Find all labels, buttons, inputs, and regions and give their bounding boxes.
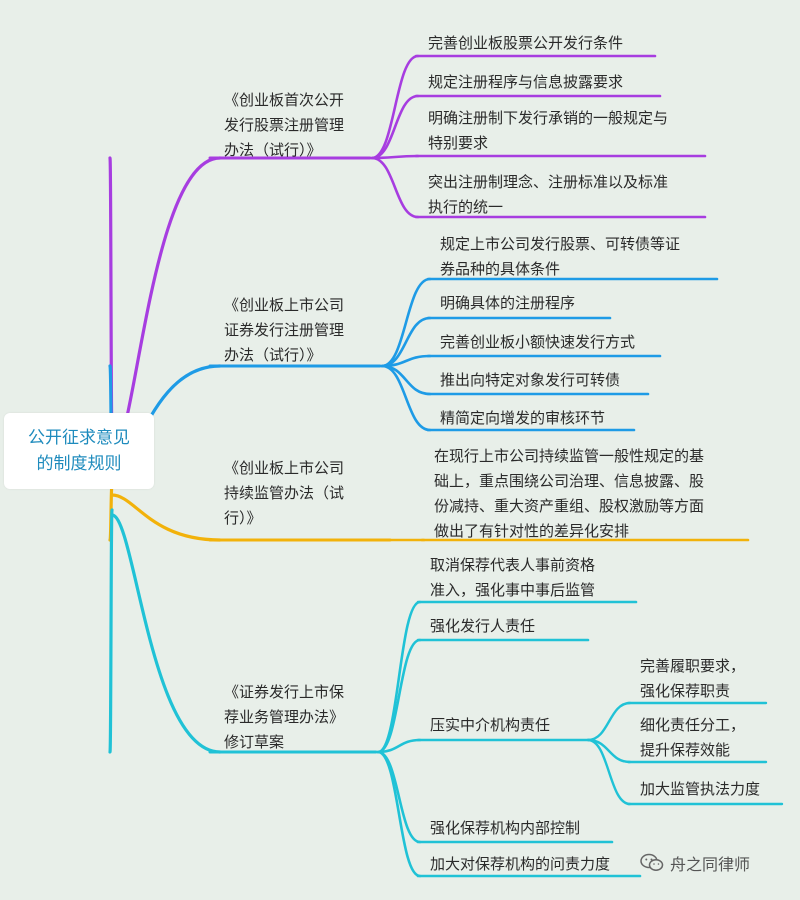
branch-label-line: 办法（试行）》	[224, 346, 322, 364]
leaf-label: 完善创业板股票公开发行条件	[428, 31, 623, 56]
leaf-label-line: 推出向特定对象发行可转债	[440, 371, 621, 389]
leaf-label: 突出注册制理念、注册标准以及标准执行的统一	[428, 170, 668, 220]
leaf-connector	[376, 750, 422, 878]
branch-label-line: 修订草案	[224, 733, 285, 751]
leaf-connector	[376, 738, 422, 754]
leaf-label: 在现行上市公司持续监管一般性规定的基础上，重点围绕公司治理、信息披露、股份减持、…	[434, 444, 704, 544]
leaf-label-line: 压实中介机构责任	[430, 716, 551, 734]
branch-label: 《证券发行上市保荐业务管理办法》修订草案	[224, 680, 344, 755]
leaf-label-line: 准入，强化事中事后监管	[430, 581, 596, 599]
leaf-connector	[370, 156, 420, 219]
leaf-label: 加大对保荐机构的问责力度	[430, 852, 610, 877]
leaf-label: 取消保荐代表人事前资格准入，强化事中事后监管	[430, 553, 595, 603]
leaf-label: 强化保荐机构内部控制	[430, 816, 580, 841]
branch-label-line: 发行股票注册管理	[224, 116, 345, 134]
leaf-label-line: 加大对保荐机构的问责力度	[430, 855, 611, 873]
leaf-connector	[376, 600, 422, 754]
leaf-connector	[376, 638, 422, 754]
leaf-label-line: 取消保荐代表人事前资格	[430, 556, 596, 574]
branch-label: 《创业板首次公开发行股票注册管理办法（试行）》	[224, 88, 344, 163]
leaf-connector	[380, 364, 432, 432]
leaf-connector	[380, 354, 432, 368]
leaf-connector	[376, 750, 422, 844]
leaf-label: 强化发行人责任	[430, 614, 535, 639]
leaf-connector	[370, 54, 420, 160]
branch-label-line: 行）》	[224, 509, 262, 527]
leaf-label: 完善创业板小额快速发行方式	[440, 330, 635, 355]
leaf-label-line: 在现行上市公司持续监管一般性规定的基	[434, 447, 705, 465]
sub-leaf-connector	[586, 701, 632, 742]
sub-leaf-label-line: 完善履职要求，	[640, 657, 746, 675]
branch-trunk	[108, 508, 114, 754]
branch-label-line: 荐业务管理办法》	[224, 708, 345, 726]
leaf-label-line: 规定上市公司发行股票、可转债等证	[440, 235, 681, 253]
sub-leaf-label: 加大监管执法力度	[640, 777, 760, 802]
branch-label-line: 证券发行注册管理	[224, 321, 345, 339]
leaf-label-line: 券品种的具体条件	[440, 260, 561, 278]
leaf-label-line: 础上，重点围绕公司治理、信息披露、股	[434, 472, 705, 490]
leaf-label-line: 突出注册制理念、注册标准以及标准	[428, 173, 669, 191]
leaf-label: 明确具体的注册程序	[440, 291, 575, 316]
leaf-label: 精简定向增发的审核环节	[440, 406, 605, 431]
leaf-label: 明确注册制下发行承销的一般规定与特别要求	[428, 106, 668, 156]
leaf-connector	[380, 364, 432, 396]
branch-label-line: 办法（试行）》	[224, 141, 322, 159]
leaf-label-line: 特别要求	[428, 134, 489, 152]
root-line-1: 公开征求意见	[28, 428, 130, 448]
branch-connector	[110, 156, 222, 457]
sub-leaf-label-line: 加大监管执法力度	[640, 780, 761, 798]
leaf-label: 压实中介机构责任	[430, 713, 550, 738]
leaf-label: 推出向特定对象发行可转债	[440, 368, 620, 393]
root-line-2: 的制度规则	[36, 454, 122, 474]
branch-label: 《创业板上市公司证券发行注册管理办法（试行）》	[224, 293, 344, 368]
branch-label-line: 《创业板首次公开	[224, 91, 345, 109]
branch-label-line: 持续监管办法（试	[224, 484, 345, 502]
leaf-label-line: 明确注册制下发行承销的一般规定与	[428, 109, 669, 127]
leaf-connector	[370, 94, 420, 160]
leaf-label-line: 精简定向增发的审核环节	[440, 409, 606, 427]
branch-label: 《创业板上市公司持续监管办法（试行）》	[224, 456, 344, 531]
sub-leaf-connector	[586, 738, 632, 806]
sub-leaf-label-line: 细化责任分工，	[640, 716, 746, 734]
branch-label-line: 《证券发行上市保	[224, 683, 345, 701]
sub-leaf-label: 完善履职要求， 强化保荐职责	[640, 654, 745, 704]
leaf-label-line: 规定注册程序与信息披露要求	[428, 73, 624, 91]
leaf-label-line: 强化保荐机构内部控制	[430, 819, 581, 837]
sub-leaf-label: 细化责任分工， 提升保荐效能	[640, 713, 745, 763]
leaf-label: 规定注册程序与信息披露要求	[428, 70, 623, 95]
branch-connector	[110, 513, 222, 754]
branch-connector	[110, 493, 222, 542]
root-node: 公开征求意见 的制度规则	[4, 413, 154, 489]
branch-label-line: 《创业板上市公司	[224, 296, 345, 314]
leaf-connector	[380, 277, 432, 368]
wechat-icon	[640, 853, 664, 871]
leaf-label-line: 完善创业板小额快速发行方式	[440, 333, 636, 351]
watermark: 舟之同律师	[640, 848, 750, 878]
sub-leaf-label-line: 提升保荐效能	[640, 741, 731, 759]
sub-leaf-label-line: 强化保荐职责	[640, 682, 731, 700]
leaf-label-line: 明确具体的注册程序	[440, 294, 576, 312]
branch-label-line: 《创业板上市公司	[224, 459, 345, 477]
watermark-text: 舟之同律师	[670, 855, 751, 874]
leaf-label-line: 强化发行人责任	[430, 617, 536, 635]
leaf-label-line: 做出了有针对性的差异化安排	[434, 522, 630, 540]
leaf-label-line: 份减持、重大资产重组、股权激励等方面	[434, 497, 705, 515]
leaf-label-line: 执行的统一	[428, 198, 504, 216]
leaf-label-line: 完善创业板股票公开发行条件	[428, 34, 624, 52]
leaf-label: 规定上市公司发行股票、可转债等证券品种的具体条件	[440, 232, 680, 282]
